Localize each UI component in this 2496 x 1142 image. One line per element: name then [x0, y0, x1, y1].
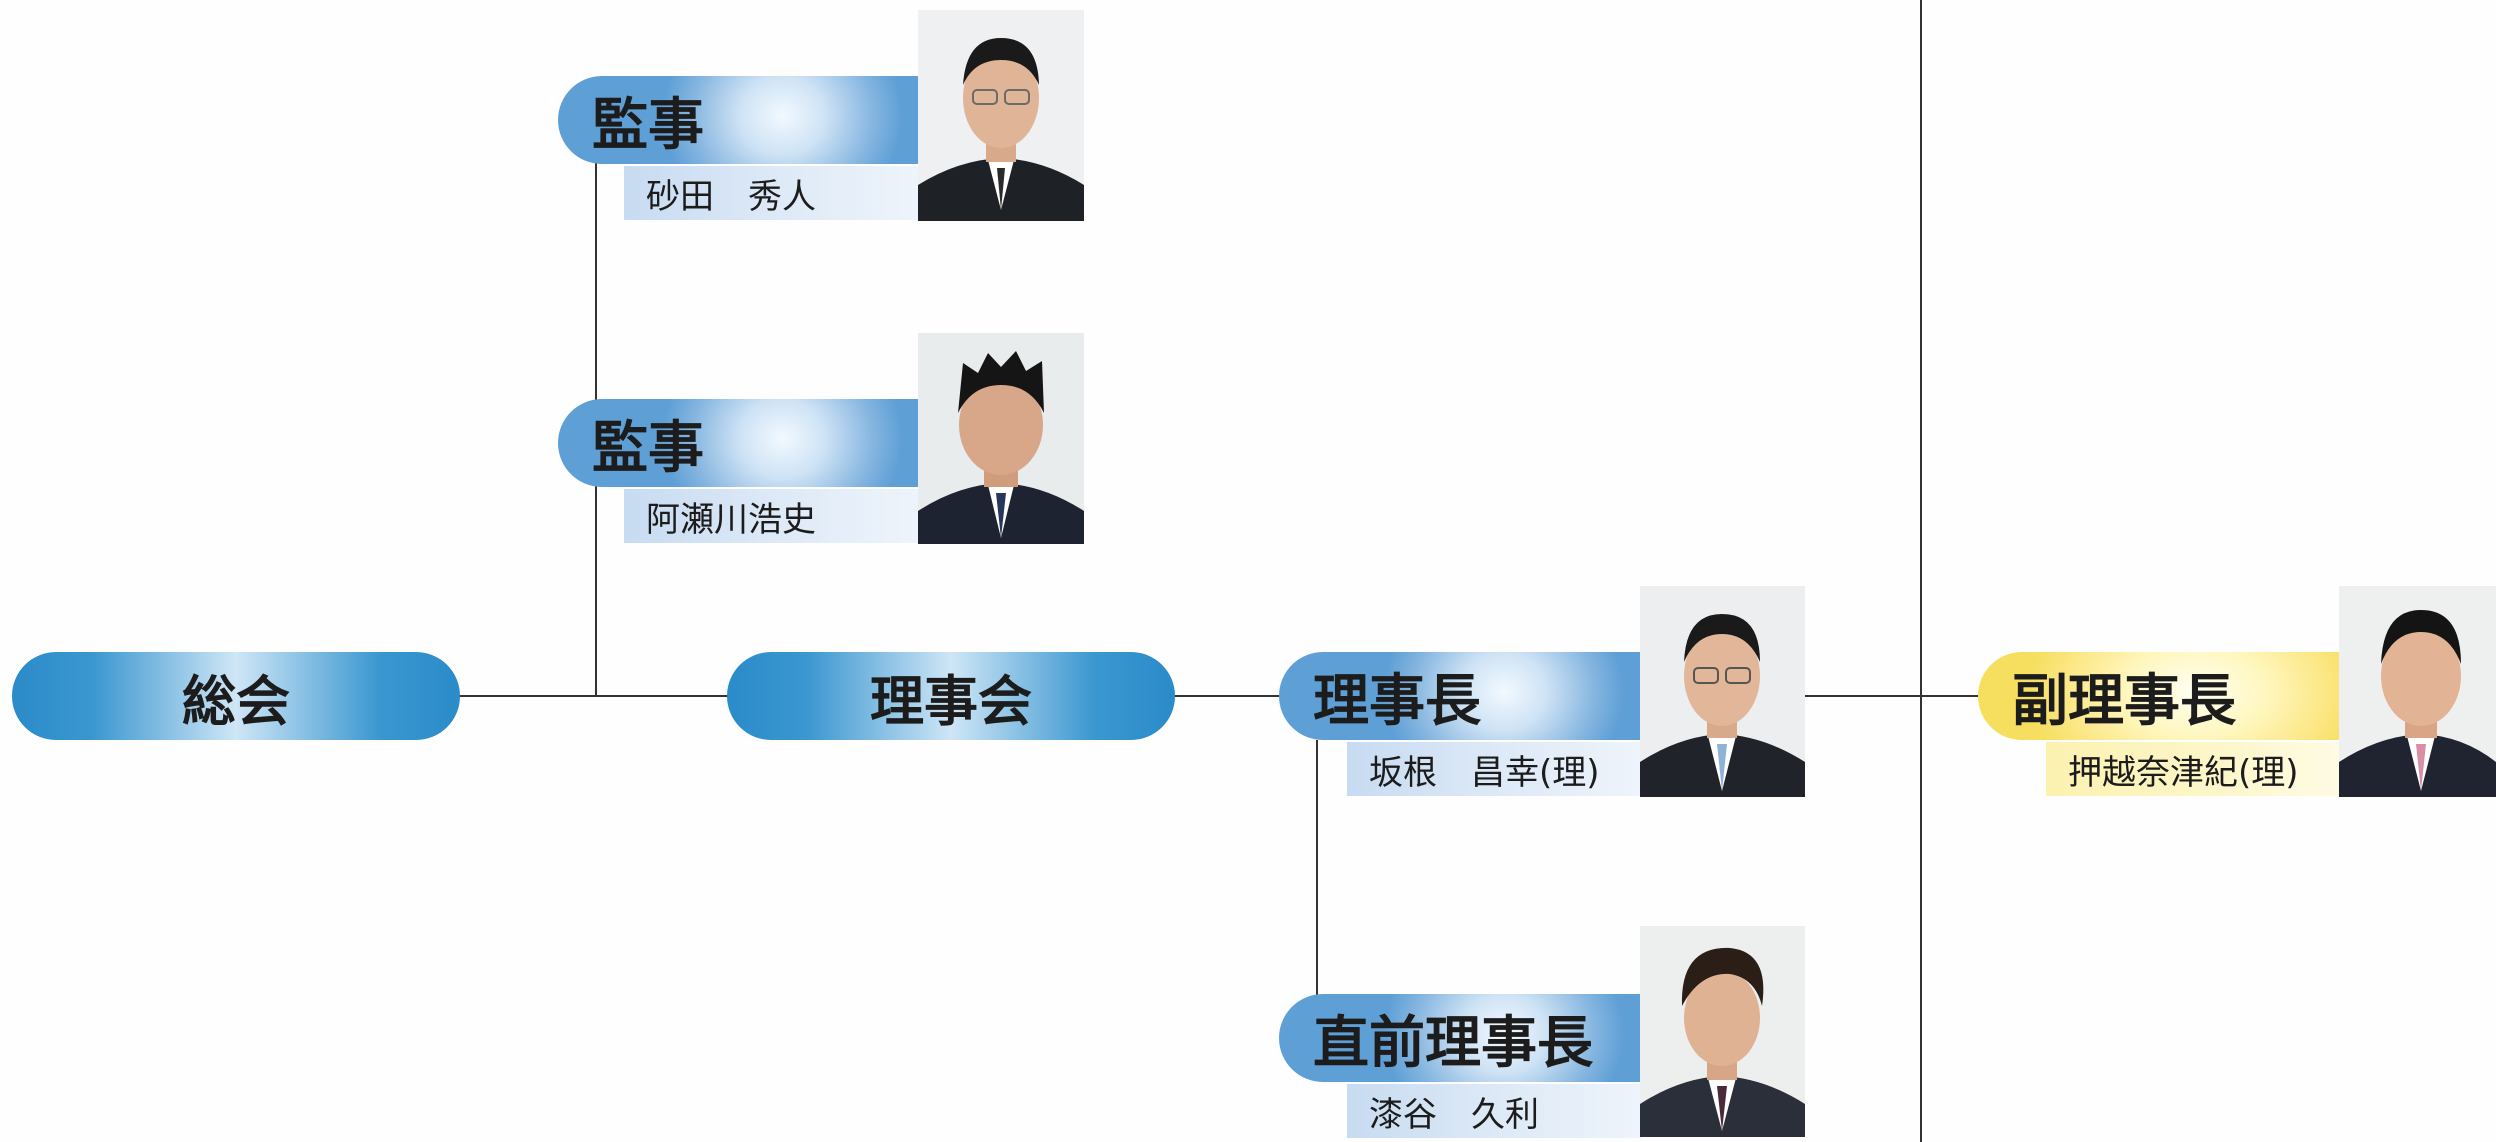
person-photo-icon: [918, 333, 1084, 544]
kanji-1-name: 砂田 秀人: [646, 176, 816, 217]
kanji-2-title: 監事: [592, 415, 704, 481]
chokuzen-title: 直前理事長: [1313, 1010, 1593, 1076]
connector-sokai-rijikai: [455, 695, 730, 697]
kanji-1-title: 監事: [592, 92, 704, 158]
person-photo-icon: [1640, 586, 1805, 797]
chokuzen-namebar: 漆谷 久利: [1347, 1084, 1642, 1138]
kanji-1-title-box[interactable]: 監事: [558, 76, 920, 164]
rijicho-name: 坂根 昌幸(理): [1369, 752, 1600, 793]
connector-rijicho-fukurijicho: [1800, 695, 2000, 697]
kanji-1-namebar: 砂田 秀人: [624, 166, 920, 220]
rijicho-title-box[interactable]: 理事長: [1279, 652, 1642, 740]
person-photo-icon: [2339, 586, 2496, 797]
fukurijicho-name: 押越奈津紀(理): [2068, 752, 2299, 793]
rijicho-namebar: 坂根 昌幸(理): [1347, 742, 1642, 796]
connector-rijikai-rijicho: [1170, 695, 1280, 697]
connector-rijicho-chokuzen: [1316, 740, 1318, 1040]
kanji-2-title-box[interactable]: 監事: [558, 399, 920, 487]
node-sokai-label: 総会: [182, 669, 290, 733]
chokuzen-photo: [1640, 926, 1805, 1137]
chokuzen-title-box[interactable]: 直前理事長: [1279, 994, 1642, 1082]
fukurijicho-title-box[interactable]: 副理事長: [1978, 652, 2341, 740]
node-rijikai-label: 理事会: [870, 669, 1032, 733]
node-sokai[interactable]: 総会: [12, 652, 460, 740]
connector-right-vertical: [1920, 0, 1922, 1142]
person-photo-icon: [918, 10, 1084, 221]
person-photo-icon: [1640, 926, 1805, 1137]
kanji-1-photo: [918, 10, 1084, 221]
kanji-2-photo: [918, 333, 1084, 544]
node-rijikai[interactable]: 理事会: [727, 652, 1175, 740]
fukurijicho-photo: [2339, 586, 2496, 797]
fukurijicho-namebar: 押越奈津紀(理): [2046, 742, 2341, 796]
rijicho-title: 理事長: [1313, 668, 1481, 734]
kanji-2-name: 阿瀬川浩史: [646, 499, 816, 540]
rijicho-photo: [1640, 586, 1805, 797]
chokuzen-name: 漆谷 久利: [1369, 1094, 1539, 1135]
fukurijicho-title: 副理事長: [2012, 668, 2236, 734]
kanji-2-namebar: 阿瀬川浩史: [624, 489, 920, 543]
